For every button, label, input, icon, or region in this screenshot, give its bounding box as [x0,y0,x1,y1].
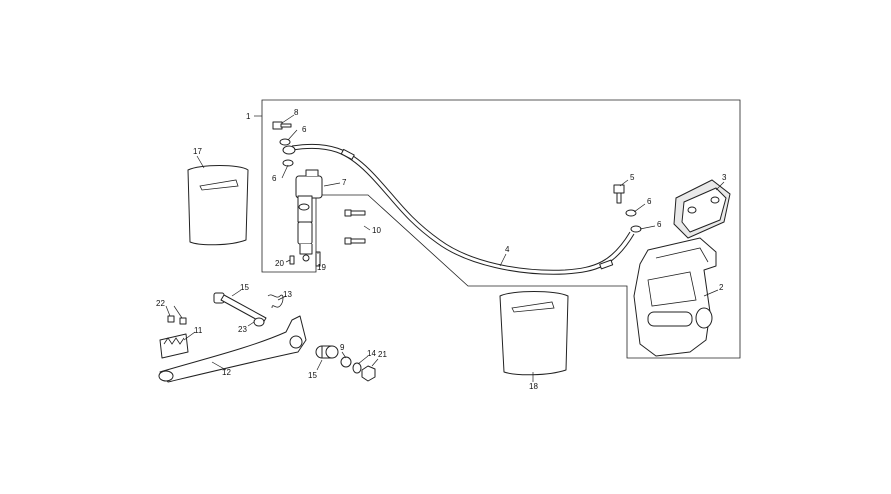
callout-15-bottom: 15 [308,371,317,380]
master-cylinder [295,169,323,262]
callout-21: 21 [378,350,387,359]
callout-11: 11 [194,326,203,335]
callout-7: 7 [342,178,347,187]
callout-23: 23 [238,325,247,334]
callout-17: 17 [193,147,202,156]
brake-pads [673,179,731,239]
spare-bag-17 [187,165,249,246]
callout-2: 2 [719,283,724,292]
leader-lines [165,114,725,382]
callout-6-top: 6 [302,125,307,134]
callout-14: 14 [367,349,376,358]
return-spring [267,294,284,309]
callout-6-caliper-a: 6 [647,197,652,206]
callout-5: 5 [630,173,635,182]
callout-6-caliper-b: 6 [657,220,662,229]
spare-bag-18 [499,291,569,376]
brake-caliper [633,237,717,357]
mounting-screws [344,209,366,245]
callout-19: 19 [317,263,326,272]
bush [253,317,265,327]
caliper-banjo-bolt [613,184,642,233]
bag-logo-icon [511,301,555,313]
callout-12: 12 [222,368,231,377]
assembly-1-outline [261,99,741,359]
split-pin [289,255,295,265]
callout-9: 9 [340,343,345,352]
callout-15-top: 15 [240,283,249,292]
bag-logo-icon [199,179,239,191]
callout-1: 1 [246,112,251,121]
callout-8: 8 [294,108,299,117]
brake-pedal [158,315,307,383]
pedal-tip [159,315,189,359]
callout-4: 4 [505,245,510,254]
callout-22: 22 [156,299,165,308]
callout-6-left: 6 [272,174,277,183]
callout-10: 10 [372,226,381,235]
callout-3: 3 [722,173,727,182]
callout-13: 13 [283,290,292,299]
callout-18: 18 [529,382,538,391]
pivot-hardware [315,345,376,382]
callout-20: 20 [275,259,284,268]
pivot-bolt [213,292,267,324]
banjo-bolt-top [272,121,296,167]
brake-hose [291,143,635,275]
